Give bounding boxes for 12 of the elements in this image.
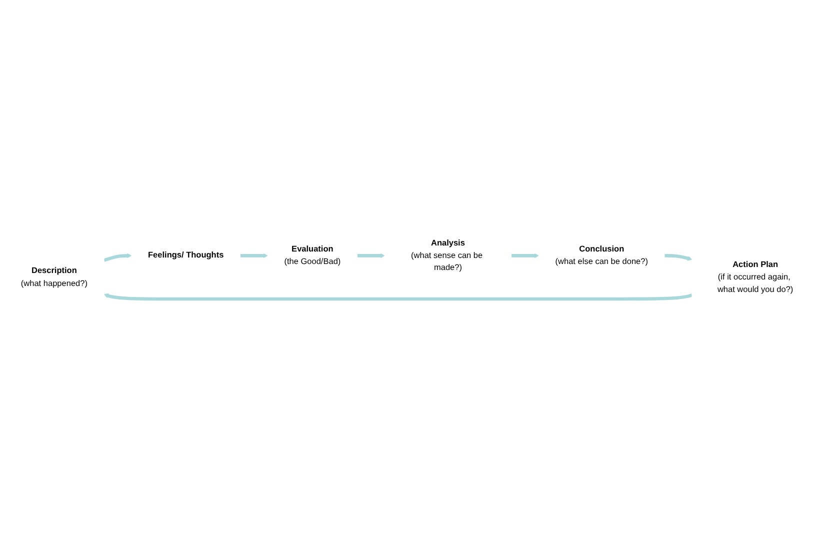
arrow [357, 253, 385, 258]
node-text: Conclusion (what else can be done?) [555, 244, 648, 266]
arrow [240, 253, 268, 258]
node-text: Evaluation (the Good/Bad) [284, 244, 341, 266]
arrow [511, 253, 539, 258]
node-text: Analysis (what sense can be made?) [411, 238, 483, 272]
node-text: Feelings/ Thoughts [148, 250, 224, 260]
arrow [103, 253, 132, 262]
arrow [104, 293, 692, 301]
node-text: Action Plan (if it occurred again, what would you do?) [717, 260, 794, 294]
node-text: Description (what happened?) [20, 266, 88, 288]
arrow [664, 254, 692, 261]
